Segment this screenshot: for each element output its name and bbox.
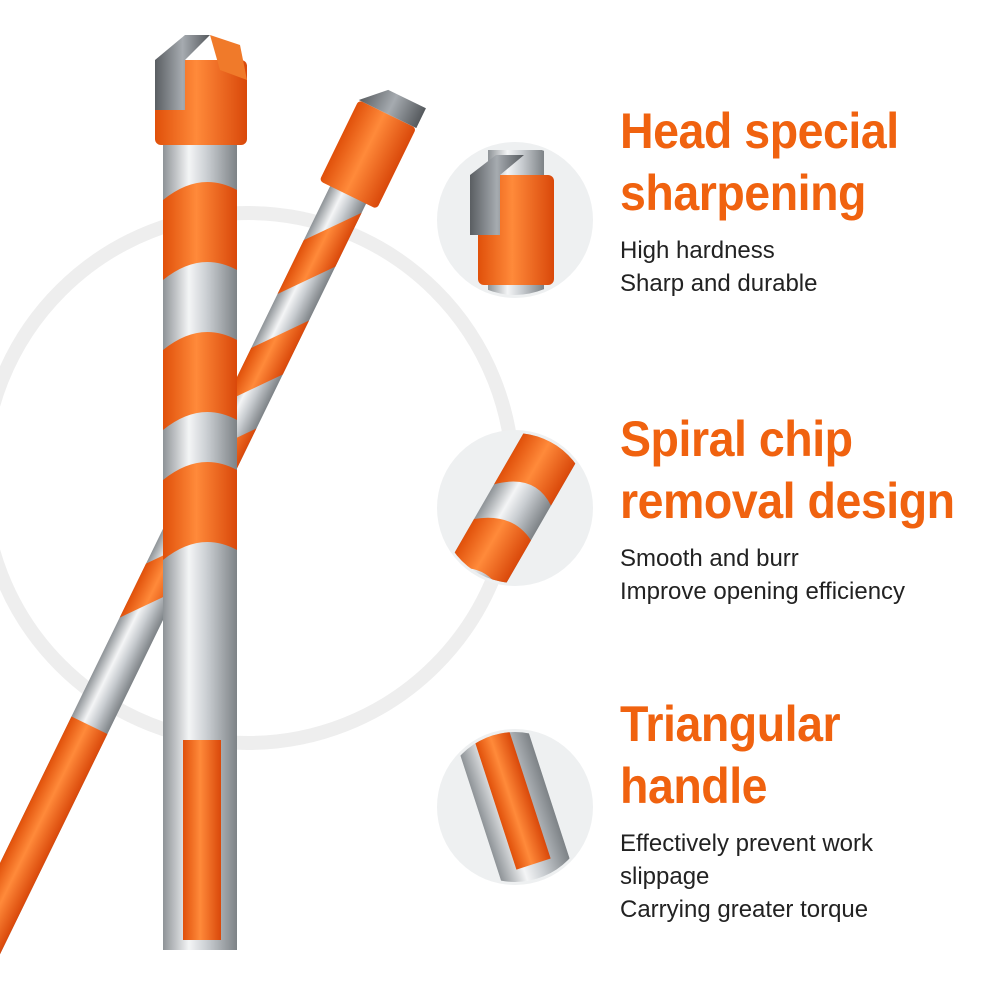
desc-line: High hardness	[620, 237, 775, 264]
background-ring	[0, 206, 520, 750]
feature-spiral-chip-removal: Spiral chip removal design Smooth and bu…	[620, 408, 990, 608]
title-line: Spiral chip	[620, 411, 853, 467]
title-line: Head special	[620, 103, 899, 159]
desc-line: slippage	[620, 863, 710, 890]
feature-description: Smooth and burr Improve opening efficien…	[620, 542, 990, 608]
detail-circle-spiral	[437, 430, 593, 586]
triangular-shank-icon	[446, 732, 584, 882]
desc-line: Effectively prevent work	[620, 830, 873, 857]
title-line: handle	[620, 758, 768, 814]
feature-triangular-handle: Triangular handle Effectively prevent wo…	[620, 693, 990, 926]
feature-title: Triangular handle	[620, 693, 964, 817]
drill-tip-icon	[470, 150, 554, 295]
feature-head-sharpening: Head special sharpening High hardness Sh…	[620, 100, 990, 300]
desc-line: Improve opening efficiency	[620, 578, 906, 605]
title-line: sharpening	[620, 165, 866, 221]
feature-description: Effectively prevent work slippage Carryi…	[620, 827, 990, 926]
feature-description: High hardness Sharp and durable	[620, 234, 990, 300]
drill-bit-front	[155, 35, 247, 950]
title-line: removal design	[620, 473, 955, 529]
desc-line: Smooth and burr	[620, 545, 799, 572]
desc-line: Carrying greater torque	[620, 896, 869, 923]
feature-title: Spiral chip removal design	[620, 408, 964, 532]
feature-title: Head special sharpening	[620, 100, 964, 224]
detail-circle-handle	[437, 729, 593, 885]
title-line: Triangular	[620, 696, 841, 752]
detail-circle-tip	[437, 142, 593, 298]
desc-line: Sharp and durable	[620, 270, 818, 297]
spiral-flute-icon	[440, 433, 590, 583]
